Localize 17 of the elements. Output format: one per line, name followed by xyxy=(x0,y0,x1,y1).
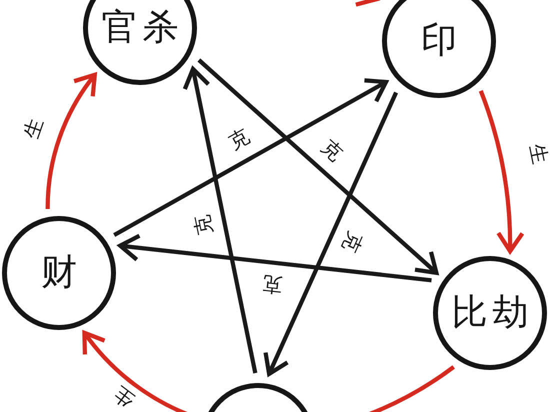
arrow xyxy=(113,78,388,237)
edge-label: 克 xyxy=(339,229,366,256)
arrow xyxy=(118,234,432,282)
circle-node: 财 xyxy=(2,216,116,330)
arrow xyxy=(263,92,398,376)
edge-label: 克 xyxy=(318,136,346,164)
circle-node: 比劫 xyxy=(433,256,547,370)
curved-arrow xyxy=(478,90,524,254)
edge-label: 克 xyxy=(190,214,214,238)
arrow xyxy=(182,66,258,374)
circle-node: 官杀 xyxy=(83,0,197,85)
arrow xyxy=(198,58,438,275)
curved-arrow xyxy=(46,72,97,210)
circle-node: 印 xyxy=(382,0,496,98)
edge-label: 克 xyxy=(262,274,284,296)
edge-label: 克 xyxy=(226,126,253,153)
edge-label: 生 xyxy=(527,142,550,166)
